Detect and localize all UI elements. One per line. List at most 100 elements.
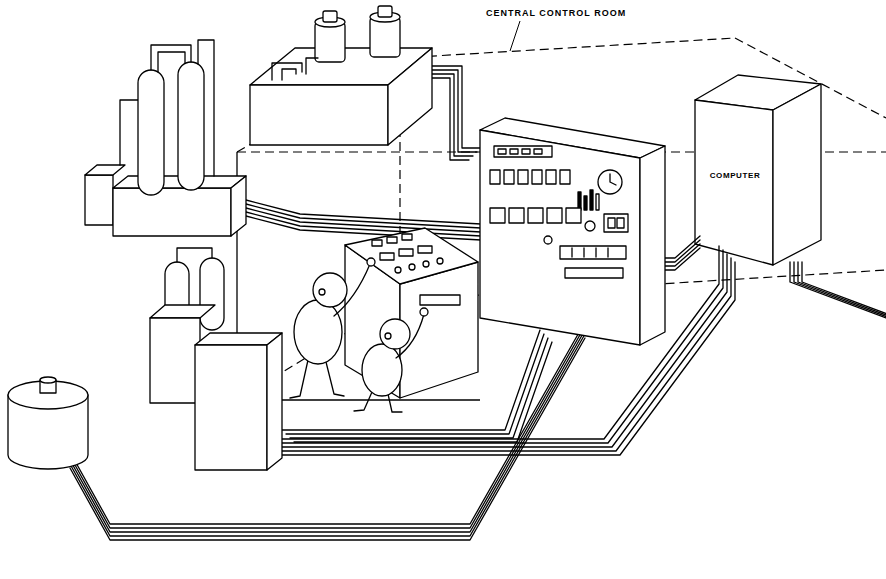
room-label: CENTRAL CONTROL ROOM	[486, 9, 686, 19]
desk-top	[345, 228, 478, 284]
cable-wire	[794, 262, 886, 318]
room-wall	[237, 399, 480, 400]
cable-bundle	[282, 330, 552, 442]
pressure-vessel	[165, 262, 189, 332]
cabinet-front	[150, 318, 200, 403]
operator-arm	[396, 314, 424, 358]
cable-wire	[278, 258, 731, 451]
recorder	[509, 208, 524, 223]
cable-wire	[420, 78, 469, 160]
cable-wire	[665, 248, 700, 270]
desk-knob	[423, 261, 429, 267]
recorder	[528, 208, 543, 223]
bottle-top	[315, 17, 345, 27]
meter	[504, 170, 514, 184]
computer-face	[773, 84, 821, 265]
cable-wire	[282, 262, 735, 455]
pipe	[198, 40, 214, 176]
room-boundary	[237, 58, 400, 152]
bottle-cap	[323, 11, 337, 22]
cable-wire	[270, 250, 723, 443]
cabinet-front	[85, 175, 113, 225]
bar-gauge	[578, 192, 581, 210]
cable-wire	[286, 334, 544, 434]
meter	[560, 170, 570, 184]
pressure-vessel	[178, 62, 204, 190]
storage-tank	[8, 377, 88, 469]
cable-wire	[246, 208, 481, 232]
meter	[518, 170, 528, 184]
room-boundary	[237, 300, 400, 400]
bottle	[315, 22, 345, 62]
pipe	[120, 100, 138, 165]
cable-wire	[266, 246, 719, 439]
meter	[546, 170, 556, 184]
dial	[544, 236, 552, 244]
operator-arm	[334, 264, 370, 316]
cable-wire	[246, 216, 481, 240]
tank-top	[8, 381, 88, 409]
clock	[598, 170, 622, 194]
cable-bundle	[70, 322, 585, 540]
pipe	[151, 45, 191, 70]
desk-button	[399, 249, 413, 256]
operator-hand	[420, 308, 428, 316]
process-unit	[250, 6, 432, 145]
desk-side	[345, 245, 400, 398]
desk-button	[387, 237, 397, 243]
pressure-vessel	[138, 70, 164, 195]
panel-front	[480, 130, 640, 345]
display-digit	[617, 218, 624, 228]
pipe	[158, 52, 185, 72]
bar-gauge	[596, 194, 599, 210]
display-digit	[608, 218, 615, 228]
bar-gauge	[590, 190, 593, 210]
cabinet-front	[195, 345, 267, 470]
cable-wire	[70, 330, 585, 532]
cable-wire	[70, 334, 585, 536]
dial	[585, 221, 595, 231]
box-label: COMPUTER	[697, 172, 773, 181]
clock-hands	[610, 174, 616, 185]
tank-body	[8, 395, 88, 469]
recorder	[547, 208, 562, 223]
cabinet-side	[267, 333, 282, 470]
desk-knob	[409, 264, 415, 270]
bar-gauge	[584, 196, 587, 210]
cable-wire	[70, 322, 585, 524]
operator-ear	[385, 333, 391, 339]
pipe	[272, 63, 302, 80]
cable-bundle	[420, 66, 481, 160]
cable-bundle	[266, 246, 735, 455]
unit-side	[388, 48, 432, 145]
unit-front	[250, 85, 388, 145]
pipe	[177, 248, 212, 262]
cable-wire	[432, 66, 481, 148]
cabinet-top	[85, 165, 125, 175]
tank-valve-top	[40, 377, 56, 383]
operator	[290, 258, 375, 398]
control-room-zone: CENTRAL CONTROL ROOM COMPUTER	[237, 8, 886, 408]
cable-wire	[428, 70, 477, 152]
switch-strip	[565, 268, 623, 278]
meter	[490, 170, 500, 184]
desk-button	[418, 246, 432, 253]
node-outline	[693, 72, 823, 267]
cable-wire	[246, 212, 481, 236]
computer-face	[695, 100, 773, 265]
switch-ticks	[572, 248, 608, 257]
cable-wire	[798, 262, 886, 318]
control-desk	[345, 228, 478, 398]
cable-wire	[70, 326, 585, 528]
bottle-top	[370, 12, 400, 22]
recorder	[490, 208, 505, 223]
computer-box: COMPUTER	[693, 72, 823, 267]
desk-button	[402, 234, 412, 240]
cable-wire	[282, 330, 540, 430]
operator-legs	[290, 360, 344, 398]
tank-base-front	[113, 188, 231, 236]
cable-wire	[70, 338, 585, 540]
desk-button	[380, 253, 394, 260]
tank-valve	[40, 380, 56, 393]
